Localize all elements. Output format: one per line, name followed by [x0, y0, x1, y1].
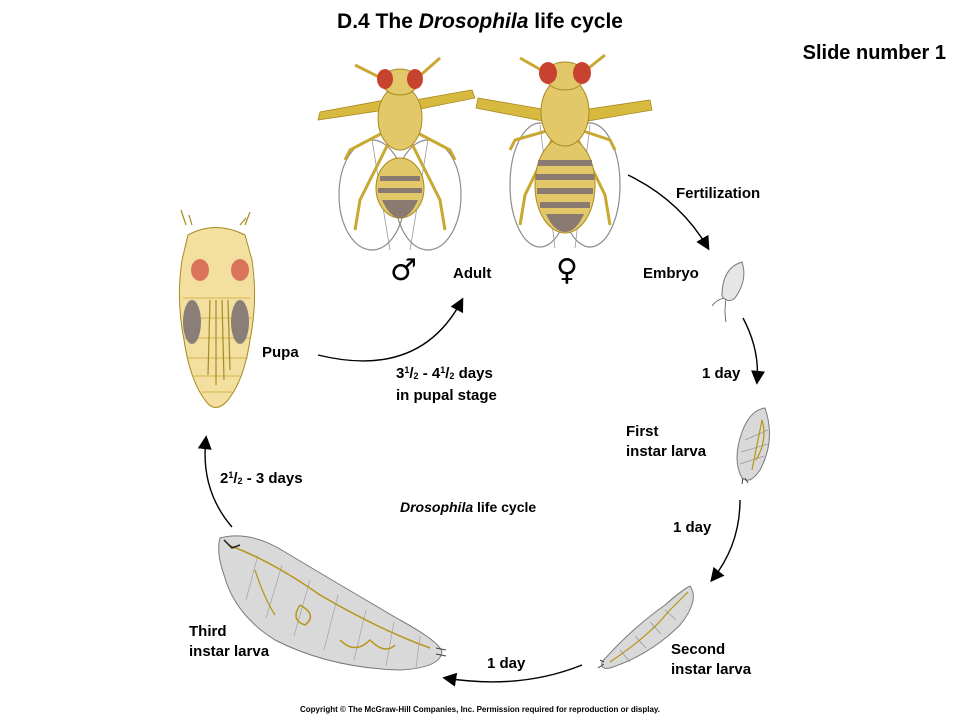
arrow-second-to-third	[442, 664, 583, 687]
embryo-illustration	[711, 261, 745, 323]
female-symbol: ♀	[556, 253, 578, 288]
female-fly	[475, 53, 653, 249]
embryo-label: Embryo	[643, 265, 699, 282]
male-symbol: ♂	[390, 253, 417, 288]
duration-embryo-to-first: 1 day	[702, 365, 741, 382]
duration-second-to-third: 1 day	[487, 655, 526, 672]
duration-first-to-second: 1 day	[673, 519, 712, 536]
slide-number: Slide number 1	[802, 42, 946, 64]
adult-label: Adult	[453, 265, 492, 282]
duration-third-to-pupa: 21/2 - 3 days	[220, 470, 303, 487]
pupa-label: Pupa	[262, 344, 299, 361]
duration-pupa-to-adult: 31/2 - 41/2 days in pupal stage	[396, 365, 497, 404]
pupa-illustration	[178, 209, 256, 408]
second-instar-label: Second instar larva	[671, 641, 752, 678]
third-instar-label: Third instar larva	[189, 623, 270, 660]
copyright-notice: Copyright © The McGraw-Hill Companies, I…	[299, 705, 661, 714]
second-instar-larva-illustration	[597, 585, 694, 669]
third-instar-larva-illustration	[218, 535, 447, 671]
first-instar-label: First instar larva	[626, 423, 707, 460]
arrow-embryo-to-first	[742, 317, 766, 385]
arrow-first-to-second	[710, 499, 741, 583]
male-fly	[317, 56, 476, 251]
arrow-fertilization	[627, 174, 710, 251]
page-title: D.4 The Drosophila life cycle	[337, 10, 623, 33]
arrow-third-to-pupa	[197, 435, 233, 528]
fertilization-label: Fertilization	[676, 185, 761, 202]
first-instar-larva-illustration	[736, 407, 770, 485]
arrow-pupa-to-adult	[317, 297, 464, 362]
diagram-caption: Drosophila life cycle	[400, 499, 537, 515]
